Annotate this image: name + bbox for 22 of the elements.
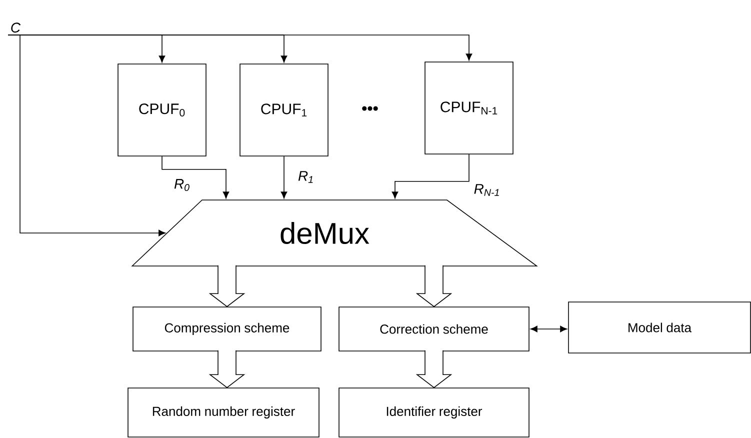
edge-label: R$_{N-1}$ bbox=[472, 183, 502, 197]
data-box: Model data bbox=[568, 302, 751, 354]
arrow bbox=[280, 156, 288, 199]
arrow bbox=[162, 156, 230, 199]
puf-box: CPUF$_{0}$ bbox=[118, 64, 206, 156]
process-box: Correction scheme bbox=[338, 306, 530, 352]
process-box: Compression scheme bbox=[132, 306, 322, 352]
puf-box: CPUF$_{N-1}$ bbox=[424, 62, 514, 154]
register-box: Random number register bbox=[128, 388, 320, 438]
puf-box: CPUF$_{1}$ bbox=[240, 64, 328, 156]
arrow bbox=[8, 34, 166, 236]
block-arrow bbox=[208, 265, 246, 308]
edge-label: R$_{0}$ bbox=[172, 178, 192, 192]
ellipsis-dots: ••• bbox=[362, 106, 378, 111]
register-box: Identifier register bbox=[338, 388, 530, 438]
arrow bbox=[530, 326, 568, 332]
block-arrow bbox=[416, 265, 452, 308]
block-arrow bbox=[416, 350, 452, 388]
block-arrow bbox=[208, 350, 246, 388]
signal-label: C bbox=[11, 22, 21, 33]
edge-label: R$_{1}$ bbox=[296, 170, 316, 184]
arrow bbox=[392, 154, 470, 199]
